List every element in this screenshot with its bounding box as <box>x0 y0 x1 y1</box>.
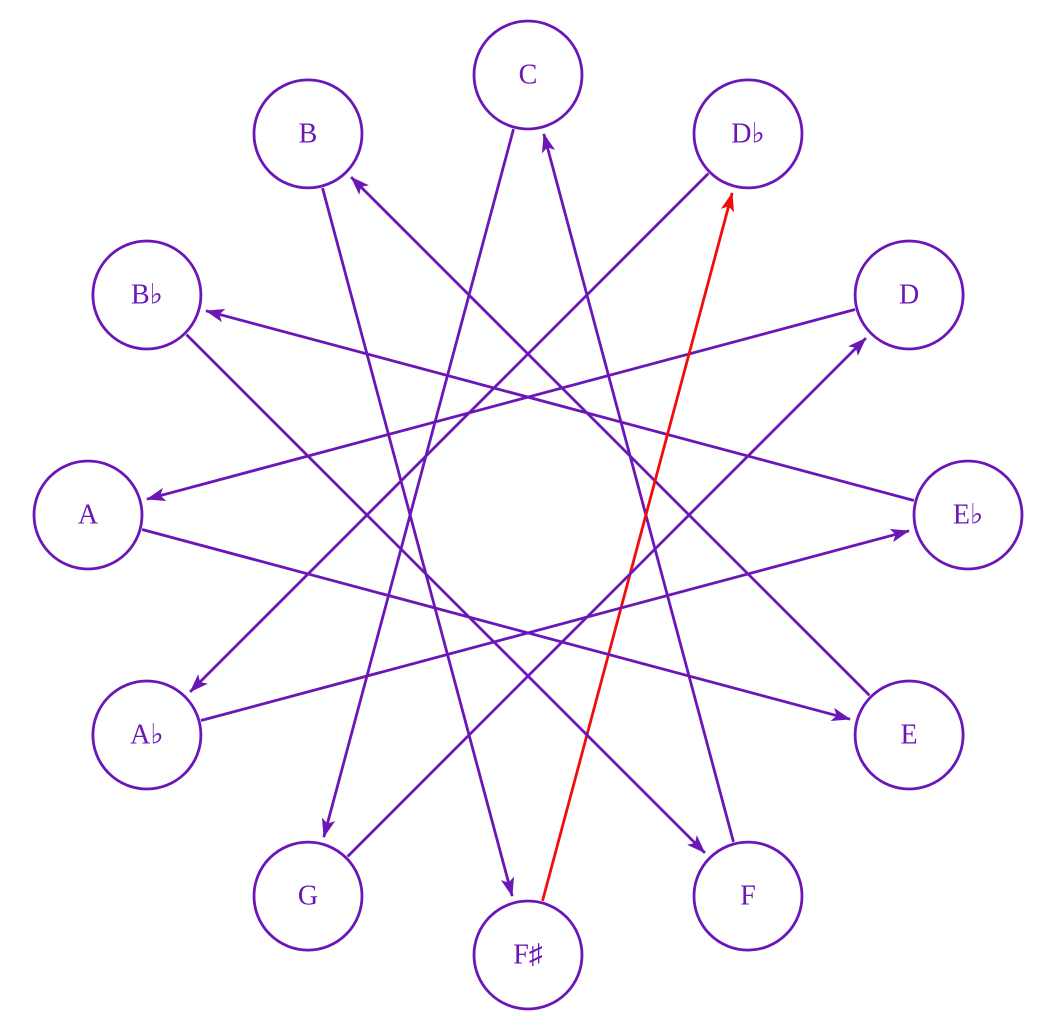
edge-C-G <box>321 128 515 838</box>
node-Fs: F♯ <box>472 899 584 1011</box>
node-circle-Bb <box>91 239 203 351</box>
node-label-D: D <box>899 280 919 311</box>
node-Bb: B♭ <box>91 239 203 351</box>
node-label-E: E <box>901 720 918 751</box>
node-C: C <box>472 19 584 131</box>
edge-Db-Ab <box>189 172 710 693</box>
edge-E-B <box>350 176 871 697</box>
edges-layer <box>141 128 915 902</box>
edge-Bb-F <box>185 333 706 854</box>
node-label-C: C <box>519 60 538 91</box>
edge-B-Fs <box>321 187 515 897</box>
node-label-Fs: F♯ <box>513 940 543 971</box>
node-circle-F <box>692 840 804 952</box>
node-label-A: A <box>78 500 99 531</box>
edge-F-C <box>541 133 735 843</box>
node-A: A <box>32 459 144 571</box>
edge-Ab-Eb <box>200 528 910 722</box>
node-circle-Fs <box>472 899 584 1011</box>
node-circle-Ab <box>91 679 203 791</box>
node-Db: D♭ <box>692 78 804 190</box>
node-circle-B <box>252 78 364 190</box>
edge-Fs-Db <box>541 192 735 902</box>
node-label-F: F <box>740 881 756 912</box>
node-circle-G <box>252 840 364 952</box>
node-Ab: A♭ <box>91 679 203 791</box>
node-D: D <box>853 239 965 351</box>
node-label-G: G <box>298 881 318 912</box>
node-E: E <box>853 679 965 791</box>
node-B: B <box>252 78 364 190</box>
node-Eb: E♭ <box>912 459 1024 571</box>
node-label-B: B <box>299 118 318 149</box>
node-label-Db: D♭ <box>731 118 764 149</box>
node-circle-Eb <box>912 459 1024 571</box>
node-label-Ab: A♭ <box>130 720 163 751</box>
node-circle-A <box>32 459 144 571</box>
node-circle-C <box>472 19 584 131</box>
nodes-layer: C D♭ D E♭ E F F♯ G A♭ A B♭ B <box>32 19 1024 1011</box>
edge-A-E <box>141 528 851 722</box>
node-F: F <box>692 840 804 952</box>
edge-G-D <box>346 337 867 858</box>
edge-D-A <box>146 308 856 502</box>
node-G: G <box>252 840 364 952</box>
node-circle-Db <box>692 78 804 190</box>
node-label-Bb: B♭ <box>131 280 163 311</box>
node-circle-D <box>853 239 965 351</box>
node-label-Eb: E♭ <box>953 500 983 531</box>
node-circle-E <box>853 679 965 791</box>
edge-Eb-Bb <box>205 308 915 502</box>
